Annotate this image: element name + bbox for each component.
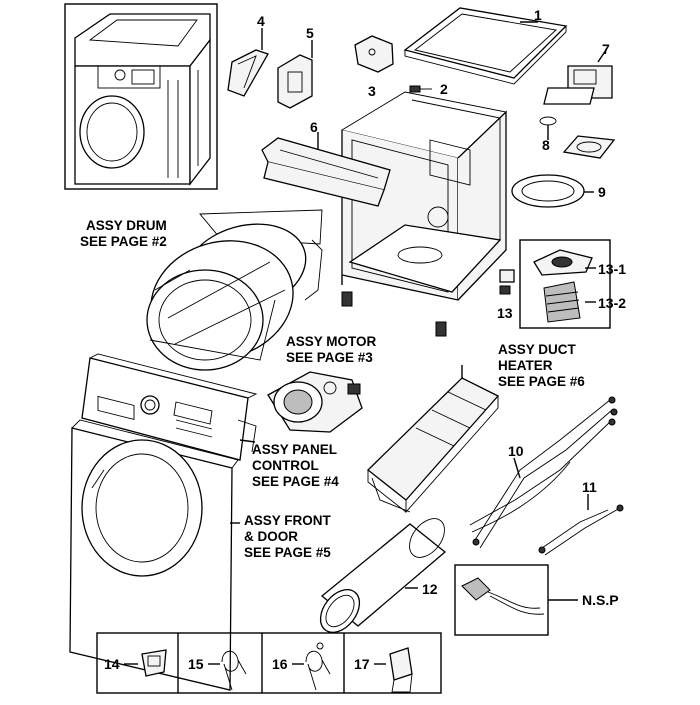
label-assy-front-door: ASSY FRONT & DOOR SEE PAGE #5 — [244, 513, 331, 560]
part-wire-lead — [538, 494, 624, 556]
part-lint-duct — [261, 132, 391, 207]
part-power-cord — [454, 564, 578, 636]
callout-6: 6 — [310, 119, 318, 135]
label-assy-panel-control: ASSY PANEL CONTROL SEE PAGE #4 — [252, 442, 339, 489]
callout-13: 13 — [497, 305, 513, 321]
part-8-seal — [539, 116, 616, 159]
part-wire-harness — [469, 396, 618, 549]
part-display-plate — [543, 49, 613, 105]
callout-5: 5 — [306, 25, 314, 41]
part-top-panel — [403, 7, 568, 85]
part-blower-housing — [499, 239, 611, 329]
callout-16: 16 — [272, 656, 288, 672]
callout-2: 2 — [440, 81, 448, 97]
front-door-assembly — [69, 419, 240, 691]
part-exhaust-duct — [319, 518, 447, 633]
part-hinge-bracket — [354, 35, 394, 73]
callout-7: 7 — [602, 41, 610, 57]
motor-assembly — [267, 371, 363, 433]
duct-heater-assembly — [367, 365, 500, 514]
label-assy-duct-heater: ASSY DUCT HEATER SEE PAGE #6 — [498, 342, 585, 389]
callout-4: 4 — [257, 13, 265, 29]
callout-8: 8 — [542, 137, 550, 153]
part-leveling-legs — [341, 291, 447, 337]
callout-nsp: N.S.P — [582, 592, 619, 608]
callout-13-1: 13-1 — [598, 261, 627, 277]
callout-12: 12 — [422, 581, 438, 597]
callout-14: 14 — [104, 656, 120, 672]
callout-9: 9 — [598, 184, 606, 200]
label-assy-motor: ASSY MOTOR SEE PAGE #3 — [286, 334, 377, 365]
part-exhaust-flange — [511, 174, 594, 208]
label-assy-drum: ASSY DRUM SEE PAGE #2 — [80, 218, 167, 249]
part-2-clip — [409, 85, 432, 93]
drum-assembly — [146, 209, 323, 371]
assembled-dryer-inset — [64, 3, 218, 190]
callout-13-2: 13-2 — [598, 295, 627, 311]
callout-1: 1 — [534, 7, 542, 23]
part-lint-filter — [227, 28, 269, 97]
callout-3: 3 — [368, 83, 376, 99]
callout-17: 17 — [354, 656, 370, 672]
callout-15: 15 — [188, 656, 204, 672]
small-parts-strip — [96, 632, 442, 694]
control-panel-assembly — [81, 353, 258, 461]
callout-11: 11 — [582, 479, 597, 495]
callout-10: 10 — [508, 443, 524, 459]
part-filter-housing — [277, 40, 313, 109]
